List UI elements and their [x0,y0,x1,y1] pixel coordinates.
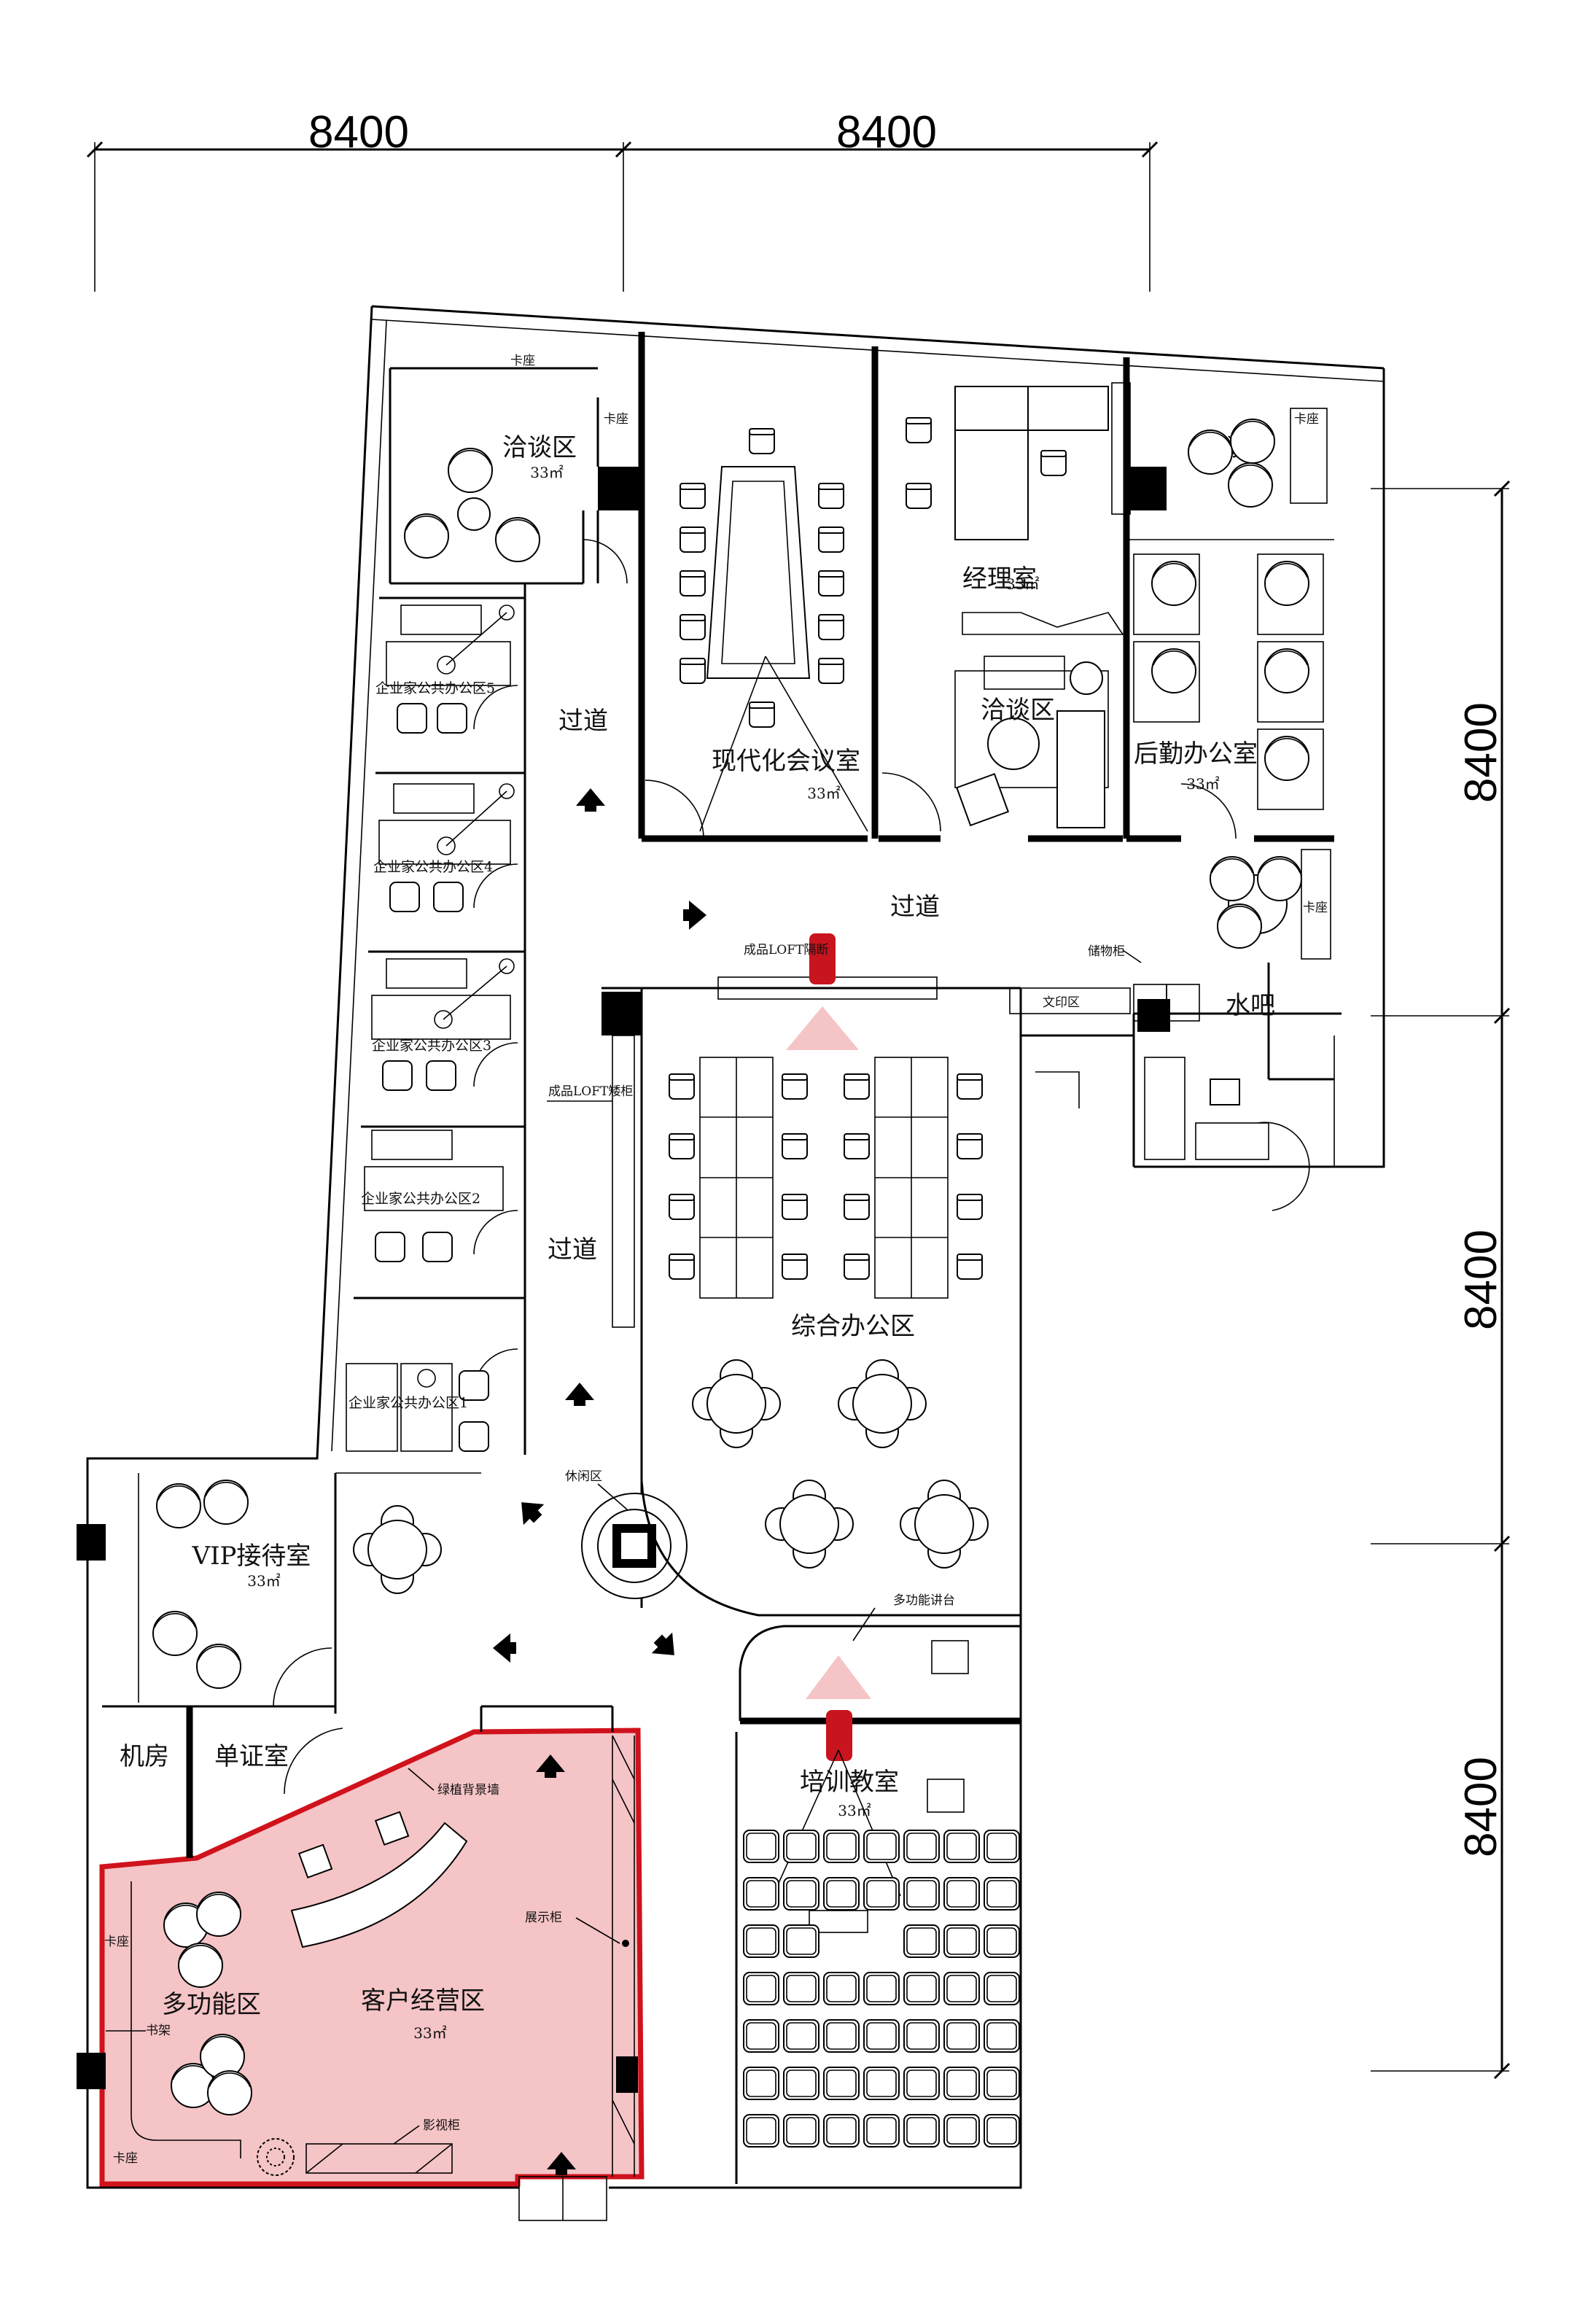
label-green-wall: 绿植背景墙 [437,1783,499,1798]
dim-right-1: 8400 [1456,702,1506,803]
area-vip-room: 33㎡ [247,1572,280,1590]
right-dimension: 8400 8400 8400 [1371,480,1511,2080]
area-logistics-office: 33㎡ [1186,775,1219,793]
label-multi-function: 多功能区 [162,1990,261,2019]
label-print-area: 文印区 [1043,995,1080,1010]
top-dimension: 8400 8400 [86,107,1159,292]
label-document-room: 单证室 [214,1742,289,1771]
label-booth-3: 卡座 [1294,412,1319,427]
label-display-cabinet: 展示柜 [525,1911,562,1925]
label-bookshelf: 书架 [146,2024,171,2038]
label-customer-area: 客户经营区 [361,1986,485,2016]
label-machine-room: 机房 [120,1742,169,1771]
label-shared-office-3: 企业家公共办公区3 [372,1038,491,1054]
label-booth-4: 卡座 [1303,901,1328,915]
label-shared-office-4: 企业家公共办公区4 [373,859,493,875]
area-negotiation-top: 33㎡ [530,464,563,481]
label-lounge: 休闲区 [565,1469,602,1484]
label-logistics-office: 后勤办公室 [1134,739,1258,769]
label-open-office: 综合办公区 [791,1312,915,1341]
label-booth-2: 卡座 [604,412,628,427]
label-booth-1: 卡座 [510,354,535,368]
label-booth-5: 卡座 [104,1935,129,1949]
vip-room: VIP接待室 33㎡ [102,1473,335,1708]
label-vip-room: VIP接待室 [192,1542,311,1571]
open-office: 成品LOFT隔断 成品LOFT矮柜 综合办公区 [353,933,1022,1608]
label-loft-cabinet: 成品LOFT矮柜 [548,1084,633,1099]
area-manager-room: 33㎡ [1006,575,1039,593]
label-meeting-room: 现代化会议室 [712,747,860,776]
dim-right-2: 8400 [1456,1229,1506,1330]
label-corridor-main: 过道 [890,893,940,922]
area-training-room: 33㎡ [838,1802,871,1819]
shared-offices: 企业家公共办公区5 企业家公共办公区4 企业家公共办公区3 企业家公共办公区2 … [346,583,526,1455]
label-loft-partition: 成品LOFT隔断 [744,943,828,957]
training-room: 多功能讲台 培训教室 33㎡ [735,1593,1021,2184]
dim-right-3: 8400 [1456,1757,1506,1857]
label-water-bar: 水吧 [1226,991,1275,1020]
label-manager-room: 经理室 [962,564,1037,594]
label-corridor-top: 过道 [558,707,608,736]
service-rooms: 机房 单证室 [120,1705,614,1858]
water-bar-area: 卡座 水吧 储物柜 文印区 [1009,849,1334,1211]
desk-block-left [669,1057,808,1299]
dim-top-1: 8400 [308,107,409,158]
label-storage: 储物柜 [1088,944,1125,959]
top-row-rooms: 卡座 卡座 洽谈区 33㎡ 现代化会议室 33㎡ 经理室 33㎡ [389,332,1334,842]
label-tv-cabinet: 影视柜 [423,2118,460,2133]
label-booth-6: 卡座 [113,2151,138,2166]
negotiation-chairs [404,448,540,562]
label-shared-office-2: 企业家公共办公区2 [361,1191,480,1207]
label-shared-office-1: 企业家公共办公区1 [349,1395,468,1411]
label-corridor-mid: 过道 [548,1235,597,1264]
lounge-area: 休闲区 [334,1469,1021,1714]
label-negotiation-top: 洽谈区 [502,433,577,462]
training-seats [743,1830,1020,2148]
dim-top-2: 8400 [836,107,937,158]
label-training-room: 培训教室 [800,1768,899,1797]
customer-area: 展示柜 绿植背景墙 客户经营区 33㎡ 多功能区 卡座 卡座 书架 影视柜 [104,1735,638,2221]
label-manager-negotiation: 洽谈区 [981,696,1055,725]
desk-block-right [844,1057,983,1299]
label-shared-office-5: 企业家公共办公区5 [375,680,495,696]
label-podium: 多功能讲台 [893,1593,955,1608]
area-meeting-room: 33㎡ [807,785,840,802]
area-customer-area: 33㎡ [413,2024,446,2042]
